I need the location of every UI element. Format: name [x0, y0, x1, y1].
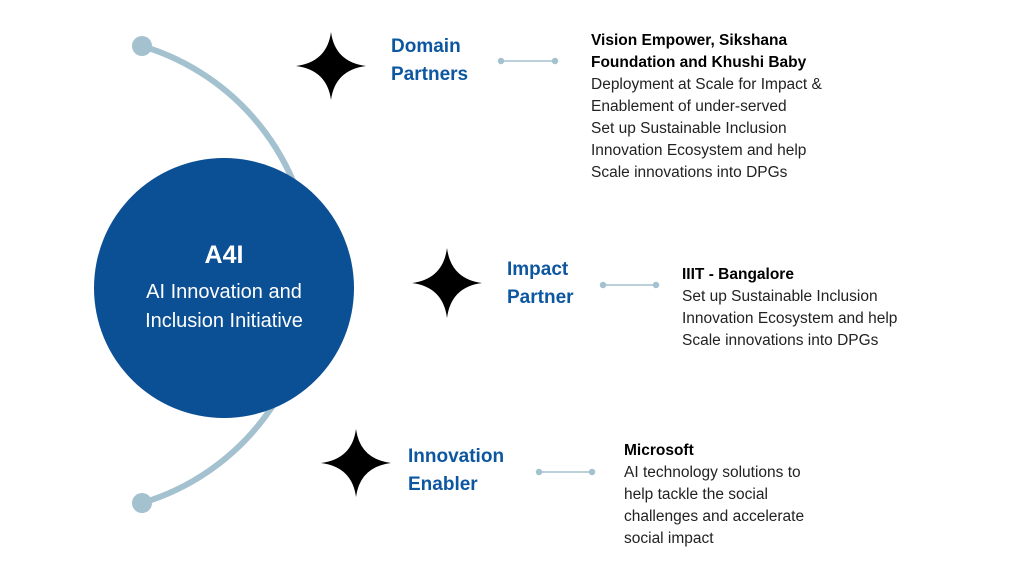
arc-end-dot [132, 493, 152, 513]
role-line: Innovation [408, 446, 505, 467]
role-innovation-enabler: Innovation Enabler [408, 443, 504, 499]
core-title: A4I [204, 240, 244, 269]
desc-line: Scale innovations into DPGs [682, 332, 879, 349]
star-icon [321, 429, 391, 497]
role-domain-partners: Domain Partners [391, 33, 468, 89]
desc-domain-partners: Vision Empower, Sikshana Foundation and … [591, 30, 822, 184]
desc-line: help tackle the social [624, 486, 768, 503]
desc-line: Set up Sustainable Inclusion [682, 288, 878, 305]
role-line: Partner [507, 287, 574, 308]
role-line: Enabler [408, 474, 478, 495]
star-icon [412, 248, 482, 318]
partner-name: IIIT - Bangalore [682, 266, 794, 283]
desc-line: Set up Sustainable Inclusion [591, 120, 787, 137]
partner-name: Microsoft [624, 442, 694, 459]
desc-line: Innovation Ecosystem and help [591, 142, 807, 159]
star-icon [296, 32, 366, 100]
desc-line: social impact [624, 530, 714, 547]
role-line: Partners [391, 64, 469, 85]
core-subtitle-2: Inclusion Initiative [145, 309, 303, 332]
arc-start-dot [132, 36, 152, 56]
partner-name: Vision Empower, Sikshana [591, 32, 788, 49]
desc-line: Innovation Ecosystem and help [682, 310, 898, 327]
desc-line: Enablement of under-served [591, 98, 787, 115]
desc-impact-partner: IIIT - Bangalore Set up Sustainable Incl… [682, 264, 897, 352]
desc-line: Scale innovations into DPGs [591, 164, 788, 181]
role-impact-partner: Impact Partner [507, 256, 574, 312]
desc-line: AI technology solutions to [624, 464, 801, 481]
role-line: Impact [507, 259, 569, 280]
desc-line: challenges and accelerate [624, 508, 805, 525]
core-subtitle-1: AI Innovation and [146, 280, 302, 303]
role-line: Domain [391, 36, 461, 57]
a4i-core-circle: A4I AI Innovation and Inclusion Initiati… [94, 158, 354, 418]
desc-line: Deployment at Scale for Impact & [591, 76, 822, 93]
desc-innovation-enabler: Microsoft AI technology solutions to hel… [624, 440, 804, 550]
partner-name: Foundation and Khushi Baby [591, 54, 807, 71]
